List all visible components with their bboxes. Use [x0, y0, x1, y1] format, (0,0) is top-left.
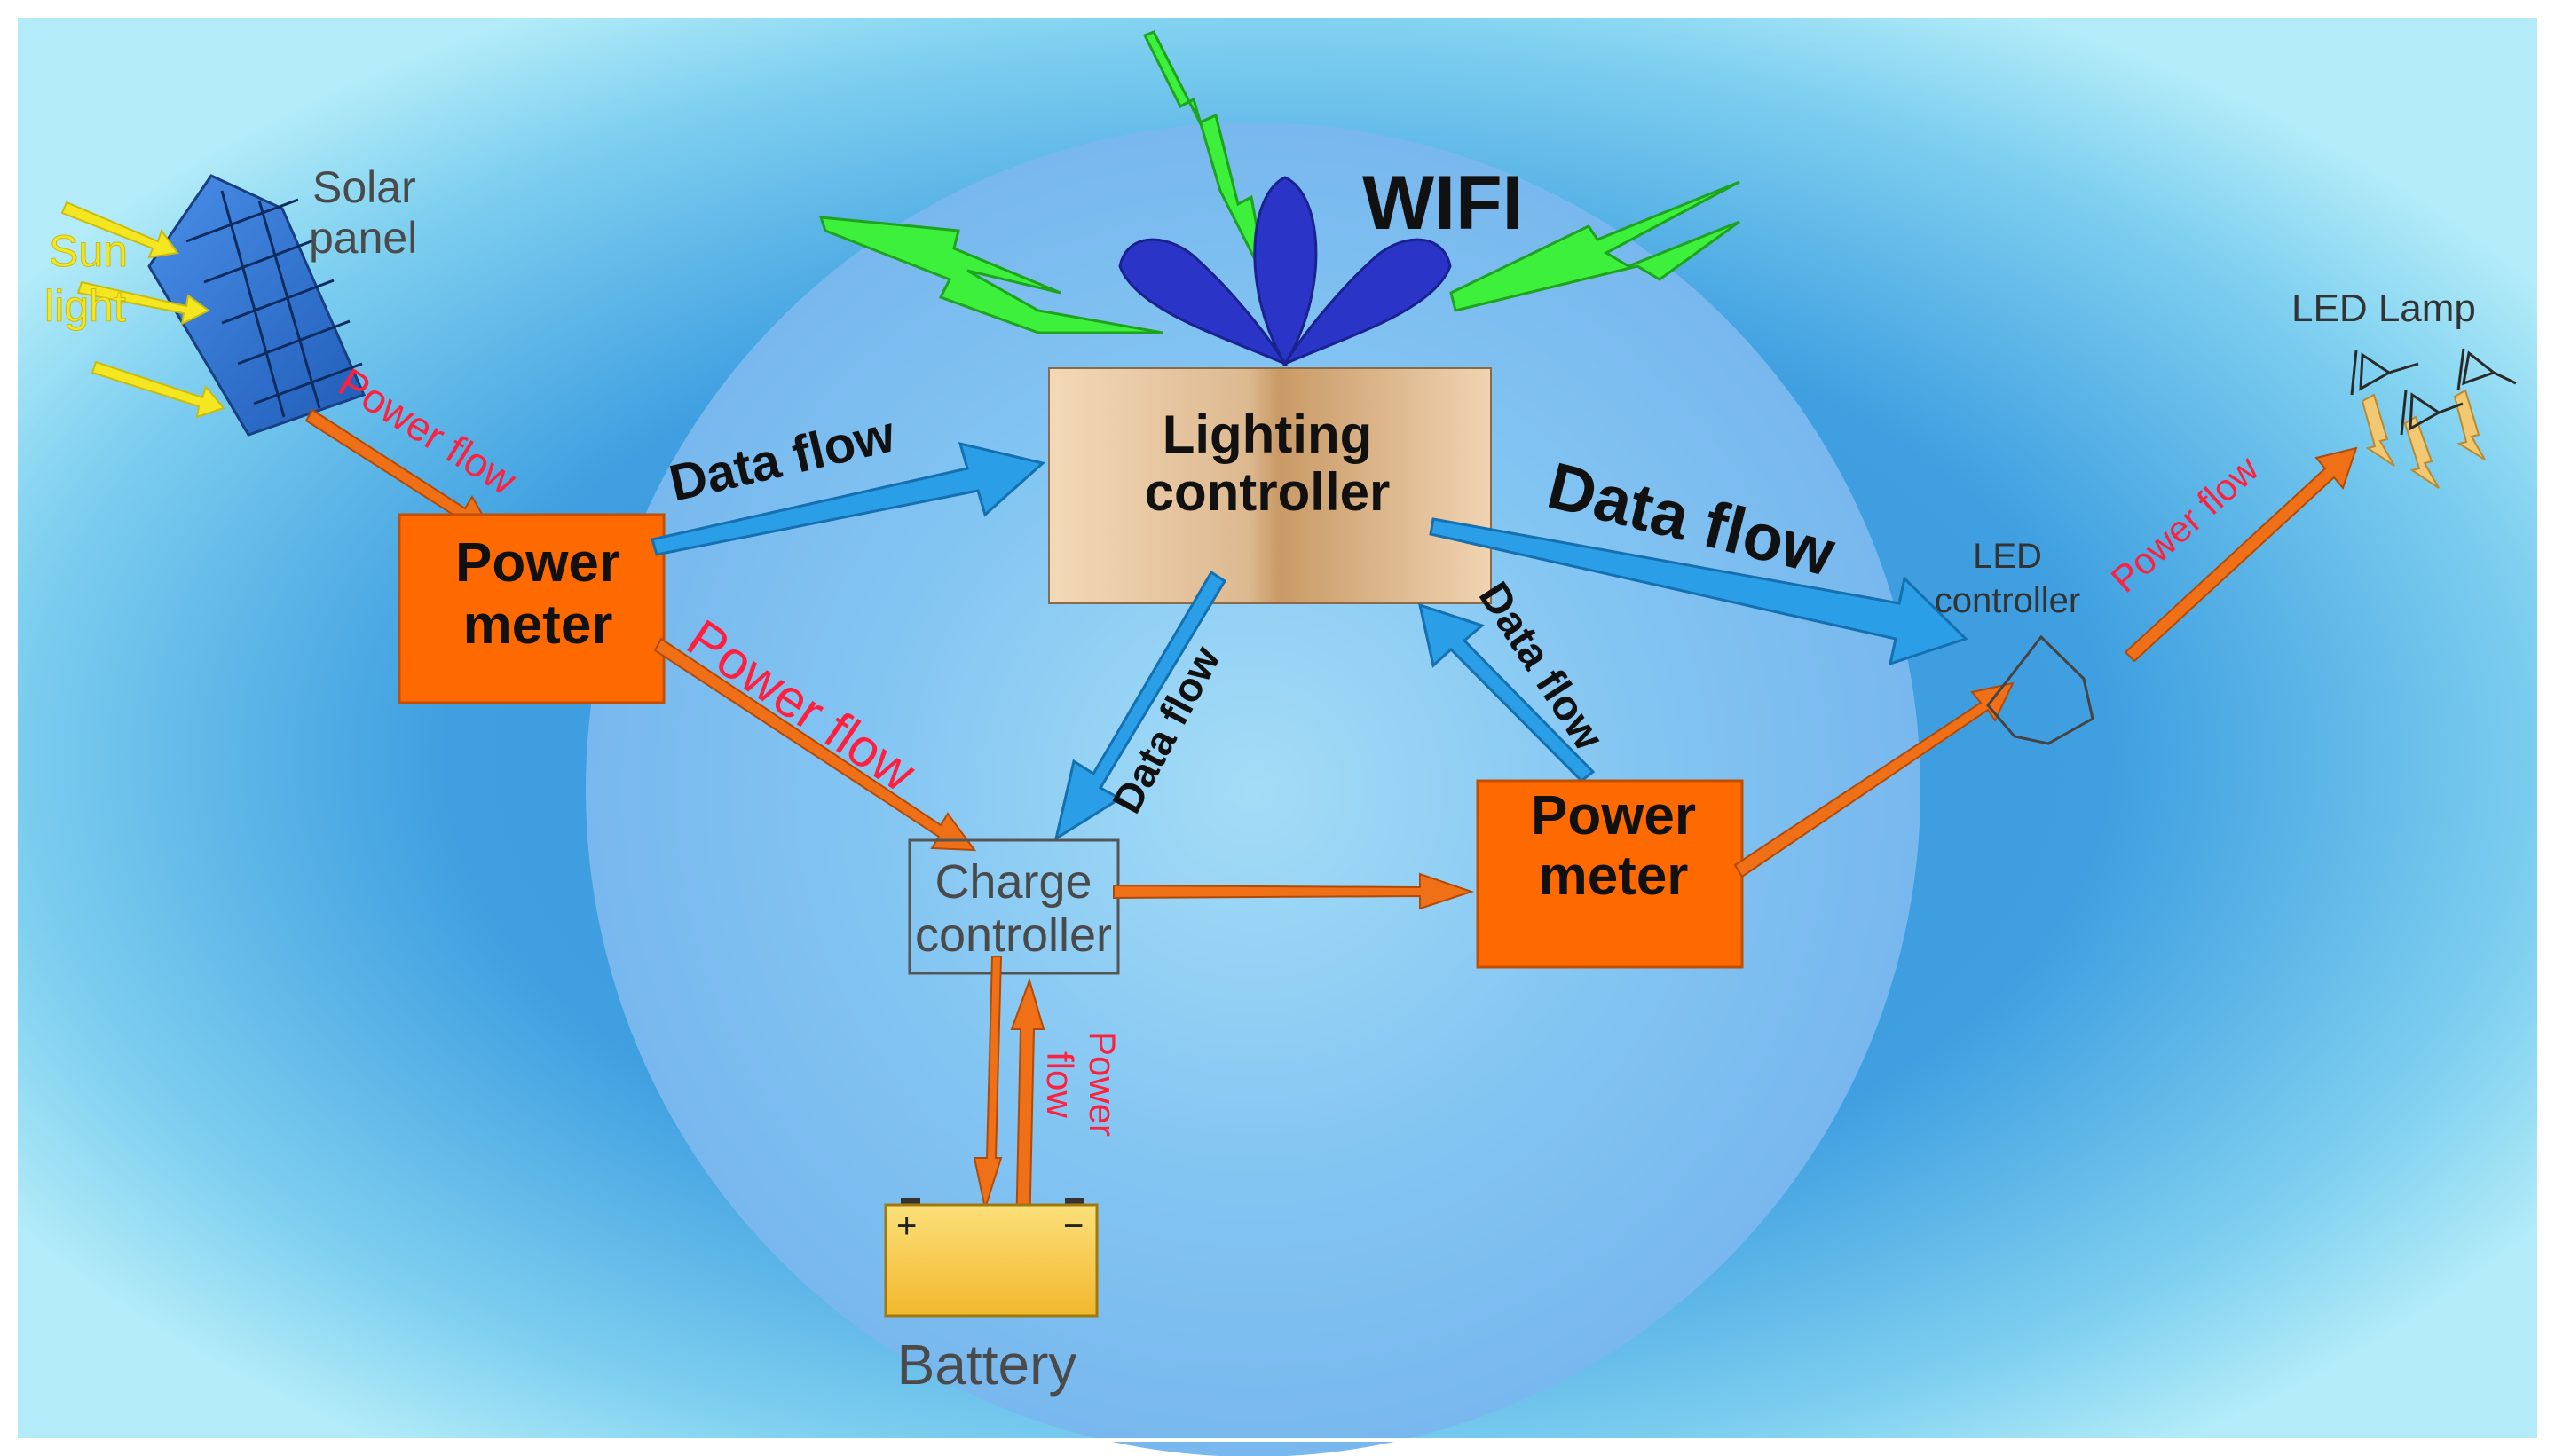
frame-border — [14, 14, 2541, 1442]
battery-icon — [884, 1198, 1099, 1318]
charge-controller — [908, 838, 1120, 975]
sun-light-label-line1: Sun — [49, 226, 128, 276]
power-meter-left-label-line2: meter — [463, 594, 613, 656]
power-flow-label-battery-line1: Power — [1082, 1031, 1124, 1137]
power-flow-arrow-to-battery — [973, 956, 1003, 1212]
led-lamp-icon — [2350, 348, 2517, 489]
sunlight-arrow — [60, 201, 225, 419]
power-flow-arrow-from-battery — [1010, 977, 1045, 1236]
charge-controller-label-line1: Charge — [934, 855, 1092, 909]
lighting-controller-label-line2: controller — [1145, 462, 1391, 522]
solar-panel-icon — [147, 174, 367, 437]
power-meter-right-label-line2: meter — [1539, 846, 1689, 907]
led-controller-icon — [1986, 634, 2094, 745]
wifi-label: WIFI — [1362, 161, 1524, 246]
power-flow-arrow-meter-to-led — [1733, 681, 2015, 878]
led-controller-label-line1: LED — [1973, 537, 2042, 576]
lightning-icon — [818, 30, 1740, 334]
led-controller-label-line2: controller — [1935, 581, 2081, 620]
inner-circle — [586, 122, 1920, 1456]
power-flow-arrow-meter-to-charge — [653, 637, 977, 852]
power-flow-arrow-charge-to-meter — [1113, 872, 1475, 910]
solar-panel-label-line2: panel — [309, 213, 417, 263]
wifi-antenna-icon — [1118, 176, 1452, 367]
solar-panel-label-line1: Solar — [312, 162, 416, 212]
lighting-controller — [1048, 367, 1492, 604]
power-meter-right-label-line1: Power — [1531, 785, 1696, 846]
led-lamp-label: LED Lamp — [2291, 287, 2476, 330]
power-meter-left — [398, 513, 666, 704]
power-flow-label-battery-line2: flow — [1039, 1051, 1081, 1118]
data-flow-arrow-right — [1429, 517, 1968, 666]
battery-label: Battery — [897, 1333, 1077, 1397]
power-meter-left-label-line1: Power — [455, 532, 620, 594]
battery-plus-sign: + — [896, 1207, 917, 1246]
data-flow-arrow-right-center — [1417, 602, 1596, 783]
sun-light-label-line2: light — [44, 281, 126, 331]
charge-controller-label-line2: controller — [915, 909, 1112, 962]
power-flow-arrow-led — [2124, 446, 2358, 663]
data-flow-arrow-center — [1053, 570, 1227, 842]
battery-minus-sign: − — [1063, 1207, 1084, 1246]
data-flow-arrow-top-left — [651, 441, 1046, 556]
lighting-controller-label-line1: Lighting — [1163, 405, 1373, 464]
